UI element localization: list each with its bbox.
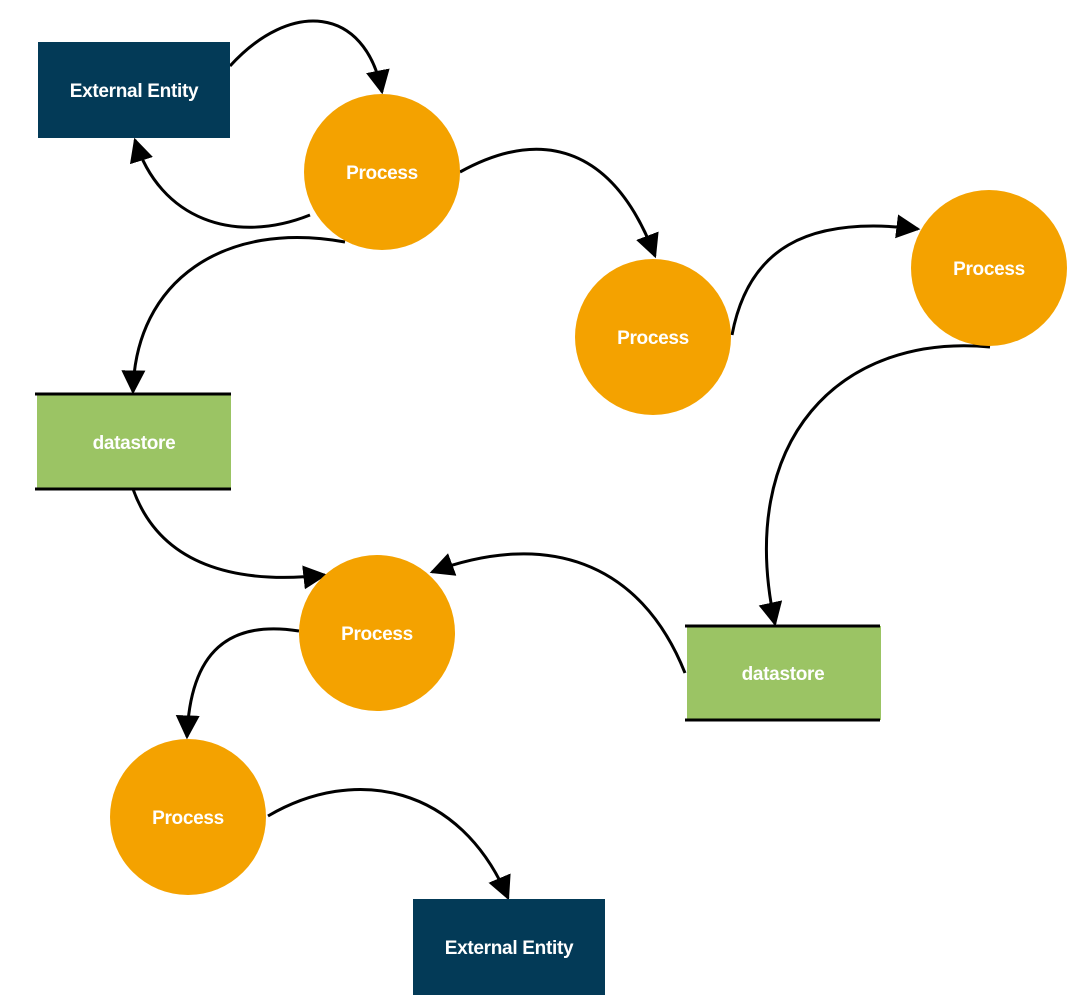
- process-2-circle: [575, 259, 731, 415]
- external-entity-top-box: [38, 42, 230, 138]
- flow-datastore-right-to-process-4[interactable]: [429, 552, 687, 674]
- process-5-circle: [110, 739, 266, 895]
- datastore-left[interactable]: datastore: [35, 392, 231, 491]
- process-4-circle: [299, 555, 455, 711]
- datastore-right[interactable]: datastore: [685, 624, 881, 722]
- flows: [121, 19, 991, 901]
- process-1[interactable]: Process: [304, 94, 460, 250]
- process-3-label: Process: [953, 259, 1025, 280]
- flow-external-entity-top-to-process-1[interactable]: [228, 19, 390, 95]
- process-3[interactable]: Process: [911, 190, 1067, 346]
- process-4-label: Process: [341, 624, 413, 645]
- external-entity-top[interactable]: External Entity: [38, 42, 230, 138]
- external-entity-bottom[interactable]: External Entity: [413, 899, 605, 995]
- flow-process-1-to-process-2[interactable]: [459, 147, 659, 259]
- flow-datastore-left-to-process-4[interactable]: [131, 488, 328, 590]
- flow-process-2-to-process-3[interactable]: [730, 214, 921, 336]
- process-2-label: Process: [617, 328, 689, 349]
- flow-process-1-to-external-entity-top[interactable]: [130, 137, 311, 229]
- external-entity-bottom-label: External Entity: [445, 938, 574, 959]
- external-entity-bottom-box: [413, 899, 605, 995]
- process-4[interactable]: Process: [299, 555, 455, 711]
- flow-process-3-to-datastore-right[interactable]: [758, 344, 991, 627]
- datastore-right-box: [687, 626, 881, 720]
- process-5[interactable]: Process: [110, 739, 266, 895]
- datastore-left-label: datastore: [93, 433, 176, 454]
- process-1-label: Process: [346, 163, 418, 184]
- flow-process-1-to-datastore-left[interactable]: [121, 236, 346, 395]
- process-1-circle: [304, 94, 460, 250]
- process-2[interactable]: Process: [575, 259, 731, 415]
- process-5-label: Process: [152, 808, 224, 829]
- flow-process-5-to-external-entity-bottom[interactable]: [267, 788, 511, 901]
- process-3-circle: [911, 190, 1067, 346]
- datastore-left-box: [37, 394, 231, 489]
- datastore-right-label: datastore: [742, 664, 825, 685]
- external-entity-top-label: External Entity: [70, 81, 199, 102]
- flow-process-4-to-process-5[interactable]: [175, 627, 300, 740]
